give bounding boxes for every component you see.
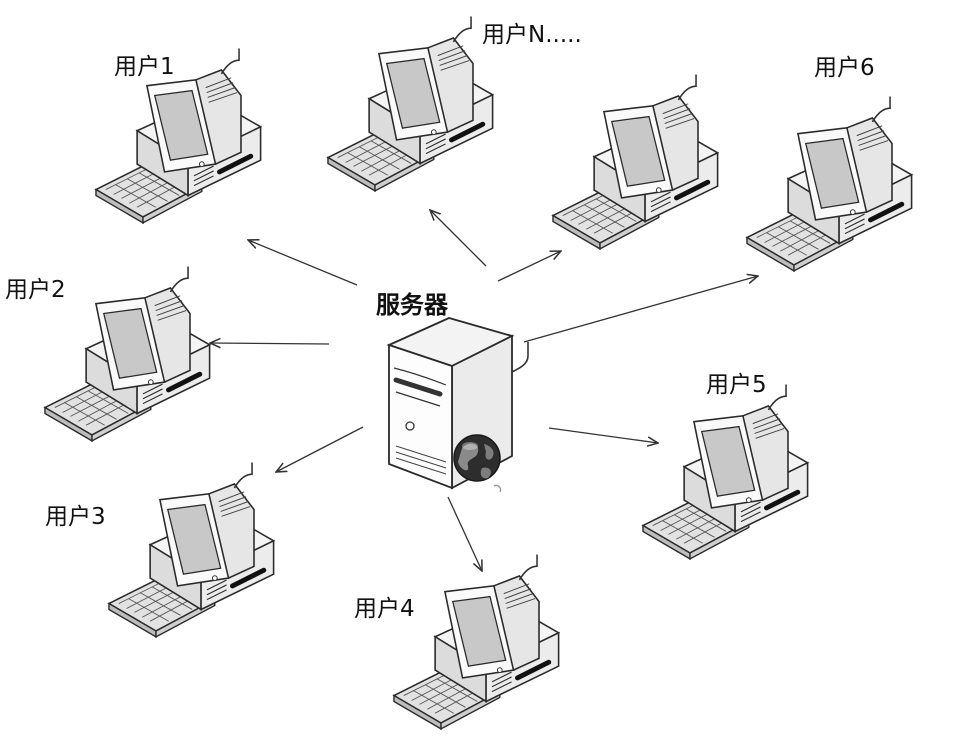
- arrow-to-user-n: [430, 210, 487, 267]
- computer-user-n: [328, 16, 493, 190]
- connection-arrows: [210, 210, 758, 571]
- computer-user-3: [109, 462, 274, 636]
- computer-user-6: [747, 96, 912, 270]
- arrow-to-user-3: [276, 426, 364, 472]
- computer-user-5: [643, 384, 808, 558]
- label-user-5: 用户5: [706, 372, 767, 398]
- computer-user-4: [394, 554, 559, 728]
- label-user-2: 用户2: [5, 277, 66, 303]
- arrow-to-user-1: [248, 240, 358, 286]
- arrow-to-user-2: [210, 343, 330, 344]
- label-user-1: 用户1: [114, 54, 175, 80]
- label-user-6: 用户6: [814, 55, 875, 81]
- arrow-to-user-4: [447, 496, 482, 571]
- label-user-4: 用户4: [354, 596, 415, 622]
- arrow-to-user-unlabeled: [497, 251, 561, 282]
- server-label: 服务器: [376, 291, 448, 319]
- label-user-3: 用户3: [45, 504, 106, 530]
- server-tower-with-globe-icon: [386, 317, 529, 493]
- computer-user-unlabeled: [553, 74, 718, 248]
- label-user-n: 用户N.....: [482, 22, 582, 48]
- computer-user-2: [45, 266, 210, 440]
- globe-icon: [453, 434, 502, 493]
- arrow-to-user-5: [548, 427, 658, 443]
- arrow-to-user-6: [523, 276, 758, 343]
